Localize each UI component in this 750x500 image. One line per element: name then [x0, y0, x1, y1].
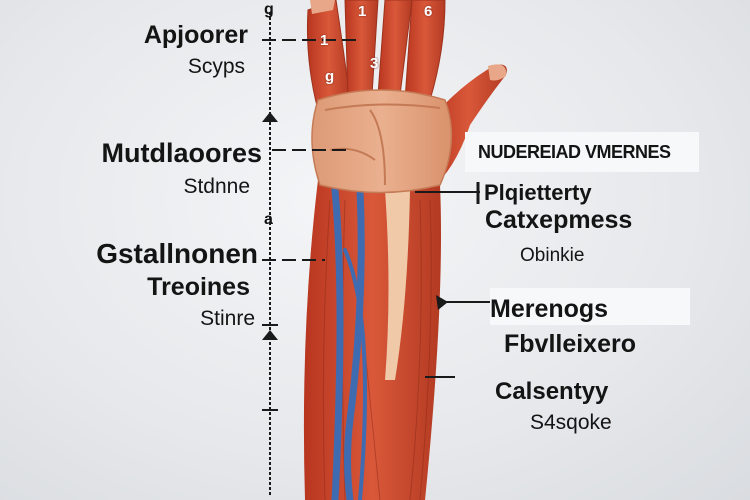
label-title-line2: Catxepmess [485, 206, 633, 234]
label-subtitle: Stdnne [183, 175, 250, 198]
label-subtitle: Scyps [187, 55, 245, 78]
tendon-band [385, 190, 410, 380]
axis-mark-top: g [264, 1, 274, 18]
arrow-up-icon [262, 112, 278, 122]
finger-number: 1 [320, 32, 329, 49]
label-title: Apjoorer [143, 21, 248, 49]
label-box [490, 288, 690, 325]
right-header: NUDEREIAD VMERNES [478, 142, 671, 162]
label-subtitle: Stinre [200, 307, 255, 330]
guide-lines [262, 12, 492, 495]
veins [331, 186, 367, 500]
label-title: Plqietterty [484, 180, 592, 205]
axis-mark-middle: a [264, 211, 273, 228]
label-subtitle: S4sqoke [530, 411, 612, 434]
label-title: Gstallnonen [96, 238, 258, 269]
label-subtitle: Obinkie [520, 245, 585, 266]
finger-number: 6 [424, 3, 433, 20]
finger-number: 1 [358, 3, 367, 20]
finger-number: 3 [370, 55, 379, 72]
label-title-line2: Treoines [147, 273, 250, 301]
label-title-line2: Fbvlleixero [504, 330, 636, 358]
arrow-up-icon [262, 330, 278, 340]
finger-number: g [325, 68, 335, 85]
label-title: Mutdlaoores [101, 138, 262, 168]
label-title: Calsentyy [495, 378, 609, 405]
header-box [465, 132, 699, 172]
label-title: Merenogs [490, 295, 609, 323]
arrow-right-icon [436, 295, 448, 310]
